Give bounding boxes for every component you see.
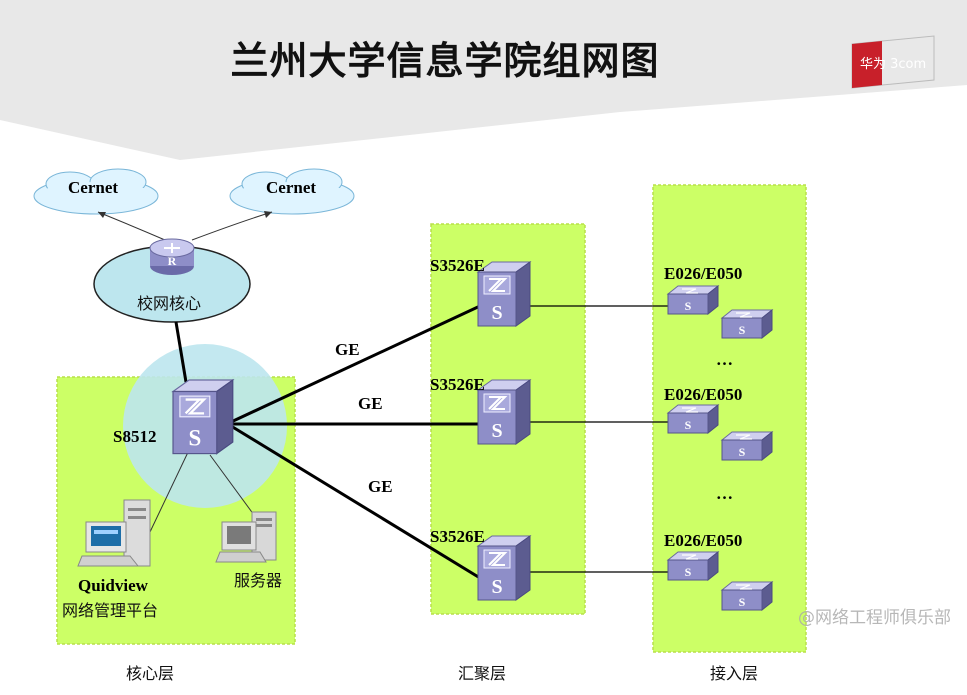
router-icon: R <box>149 238 195 275</box>
core-layer-label: 核心层 <box>126 664 175 683</box>
server-label: 服务器 <box>234 571 283 590</box>
nms-workstation-icon <box>77 499 151 567</box>
core-switch-s8512 <box>171 378 234 455</box>
cernet-cloud-2 <box>229 168 355 215</box>
agg-switch-1 <box>477 261 531 327</box>
cernet-label-1: Cernet <box>68 178 119 197</box>
vendor-logo-text: 华为 3com <box>860 57 927 72</box>
watermark: @网络工程师俱乐部 <box>798 608 951 628</box>
uplink-arrow-1 <box>97 211 166 241</box>
access-switch-1a <box>667 285 719 315</box>
server-icon <box>215 511 277 563</box>
campus-core-label: 校网核心 <box>137 294 202 313</box>
agg-switch-3 <box>477 535 531 601</box>
access-switch-2a <box>667 404 719 434</box>
cernet-label-2: Cernet <box>266 178 317 197</box>
core-switch-label: S8512 <box>113 427 157 446</box>
access-switch-2b <box>721 431 773 461</box>
ge-link-1 <box>230 304 481 424</box>
router-core-link <box>174 321 188 383</box>
nms-name: Quidview <box>78 576 148 595</box>
access-ellipsis-1: … <box>716 350 733 369</box>
page-title: 兰州大学信息学院组网图 <box>230 39 660 83</box>
access-switch-3a <box>667 551 719 581</box>
agg-switch-2 <box>477 379 531 445</box>
nms-label: 网络管理平台 <box>62 601 159 620</box>
header-banner <box>0 0 967 160</box>
agg-switch-label-3: S3526E <box>430 527 485 546</box>
uplink-arrow-2 <box>191 211 273 241</box>
access-group-label-1: E026/E050 <box>664 264 743 283</box>
aggregation-layer-label: 汇聚层 <box>458 664 507 683</box>
access-layer-label: 接入层 <box>710 664 759 683</box>
access-ellipsis-2: … <box>716 484 733 503</box>
core-server-link <box>209 454 255 516</box>
agg-switch-label-1: S3526E <box>430 256 485 275</box>
core-nms-link <box>149 447 191 533</box>
ge-label-3: GE <box>368 477 393 496</box>
svg-text:R: R <box>168 254 177 268</box>
ge-label-2: GE <box>358 394 383 413</box>
cernet-cloud-1 <box>33 168 159 215</box>
access-group-label-3: E026/E050 <box>664 531 743 550</box>
access-group-label-2: E026/E050 <box>664 385 743 404</box>
ge-label-1: GE <box>335 340 360 359</box>
ge-link-3 <box>230 424 481 580</box>
access-switch-1b <box>721 309 773 339</box>
agg-switch-label-2: S3526E <box>430 375 485 394</box>
access-switch-3b <box>721 581 773 611</box>
